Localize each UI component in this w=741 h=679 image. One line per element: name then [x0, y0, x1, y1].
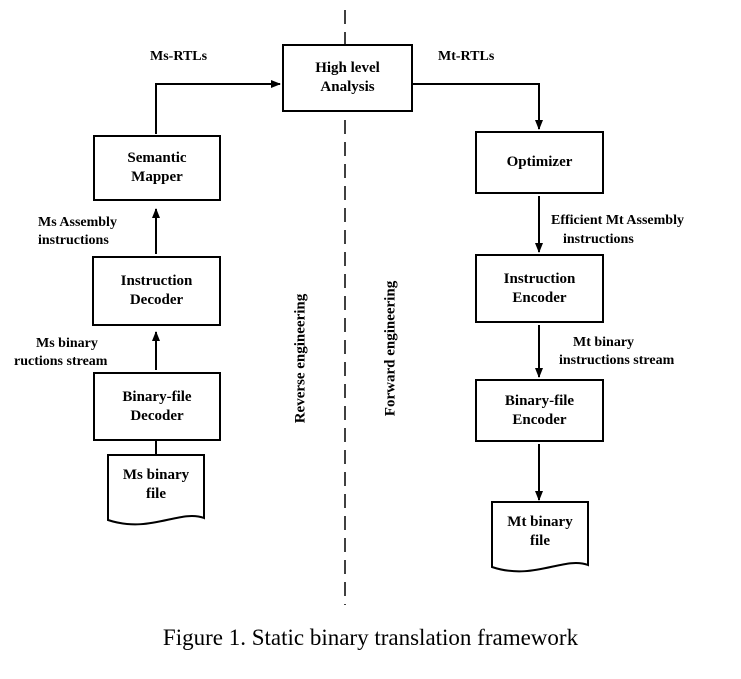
- high-level-analysis-box: High level Analysis: [282, 44, 413, 112]
- instruction-encoder-box: Instruction Encoder: [475, 254, 604, 323]
- binary-file-decoder-box: Binary-file Decoder: [93, 372, 221, 441]
- efficient-assembly-label-line2: instructions: [563, 232, 634, 247]
- semantic-mapper-box: Semantic Mapper: [93, 135, 221, 201]
- mapper-label: Mapper: [131, 169, 183, 185]
- mt-binary-stream-label-line2: instructions stream: [559, 353, 675, 368]
- forward-engineering-label: Forward engineering: [382, 280, 399, 417]
- instruction-label: Instruction: [503, 270, 576, 287]
- ms-binary-file-shape: [107, 454, 205, 526]
- optimizer-box: Optimizer: [475, 131, 604, 194]
- arrow-mapper-to-analysis: [155, 80, 281, 134]
- reverse-engineering-label: Reverse engineering: [292, 293, 309, 424]
- instruction-label: Instruction: [120, 273, 193, 289]
- binary-file-encoder-box: Binary-file Encoder: [475, 379, 604, 442]
- mt-rtls-label: Mt-RTLs: [438, 49, 495, 64]
- encoder-label: Encoder: [512, 289, 567, 306]
- instruction-decoder-box: Instruction Decoder: [92, 256, 221, 326]
- ms-assembly-label-line1: Ms Assembly: [38, 215, 117, 230]
- ms-assembly-label-line2: instructions: [38, 233, 109, 248]
- efficient-assembly-label-line1: Efficient Mt Assembly: [551, 213, 684, 228]
- ms-binary-label: Ms binary: [122, 467, 190, 483]
- binary-file-label: Binary-file: [504, 392, 575, 409]
- decoder-label: Decoder: [129, 292, 184, 308]
- mt-binary-label: Mt binary: [507, 514, 573, 530]
- mt-binary-file-text: Mt binary file: [492, 506, 588, 558]
- arrow-analysis-to-optimizer: [413, 83, 543, 130]
- high-level-label: High level: [315, 60, 380, 76]
- ms-binary-stream-label-line2: ructions stream: [14, 354, 108, 369]
- mt-binary-stream-label-line1: Mt binary: [573, 335, 635, 350]
- ms-rtls-label: Ms-RTLs: [150, 49, 208, 64]
- decoder-label: Decoder: [130, 407, 184, 424]
- file-label: file: [530, 533, 550, 549]
- binary-file-label: Binary-file: [122, 388, 192, 405]
- ms-binary-stream-label-line1: Ms binary: [36, 336, 98, 351]
- figure-caption: Figure 1. Static binary translation fram…: [162, 625, 579, 650]
- analysis-label: Analysis: [320, 79, 375, 95]
- encoder-label: Encoder: [512, 411, 567, 428]
- mt-binary-file-shape: [491, 501, 589, 573]
- ms-binary-file-text: Ms binary file: [108, 459, 204, 511]
- file-label: file: [146, 486, 166, 502]
- semantic-label: Semantic: [127, 150, 187, 166]
- optimizer-label: Optimizer: [506, 154, 573, 170]
